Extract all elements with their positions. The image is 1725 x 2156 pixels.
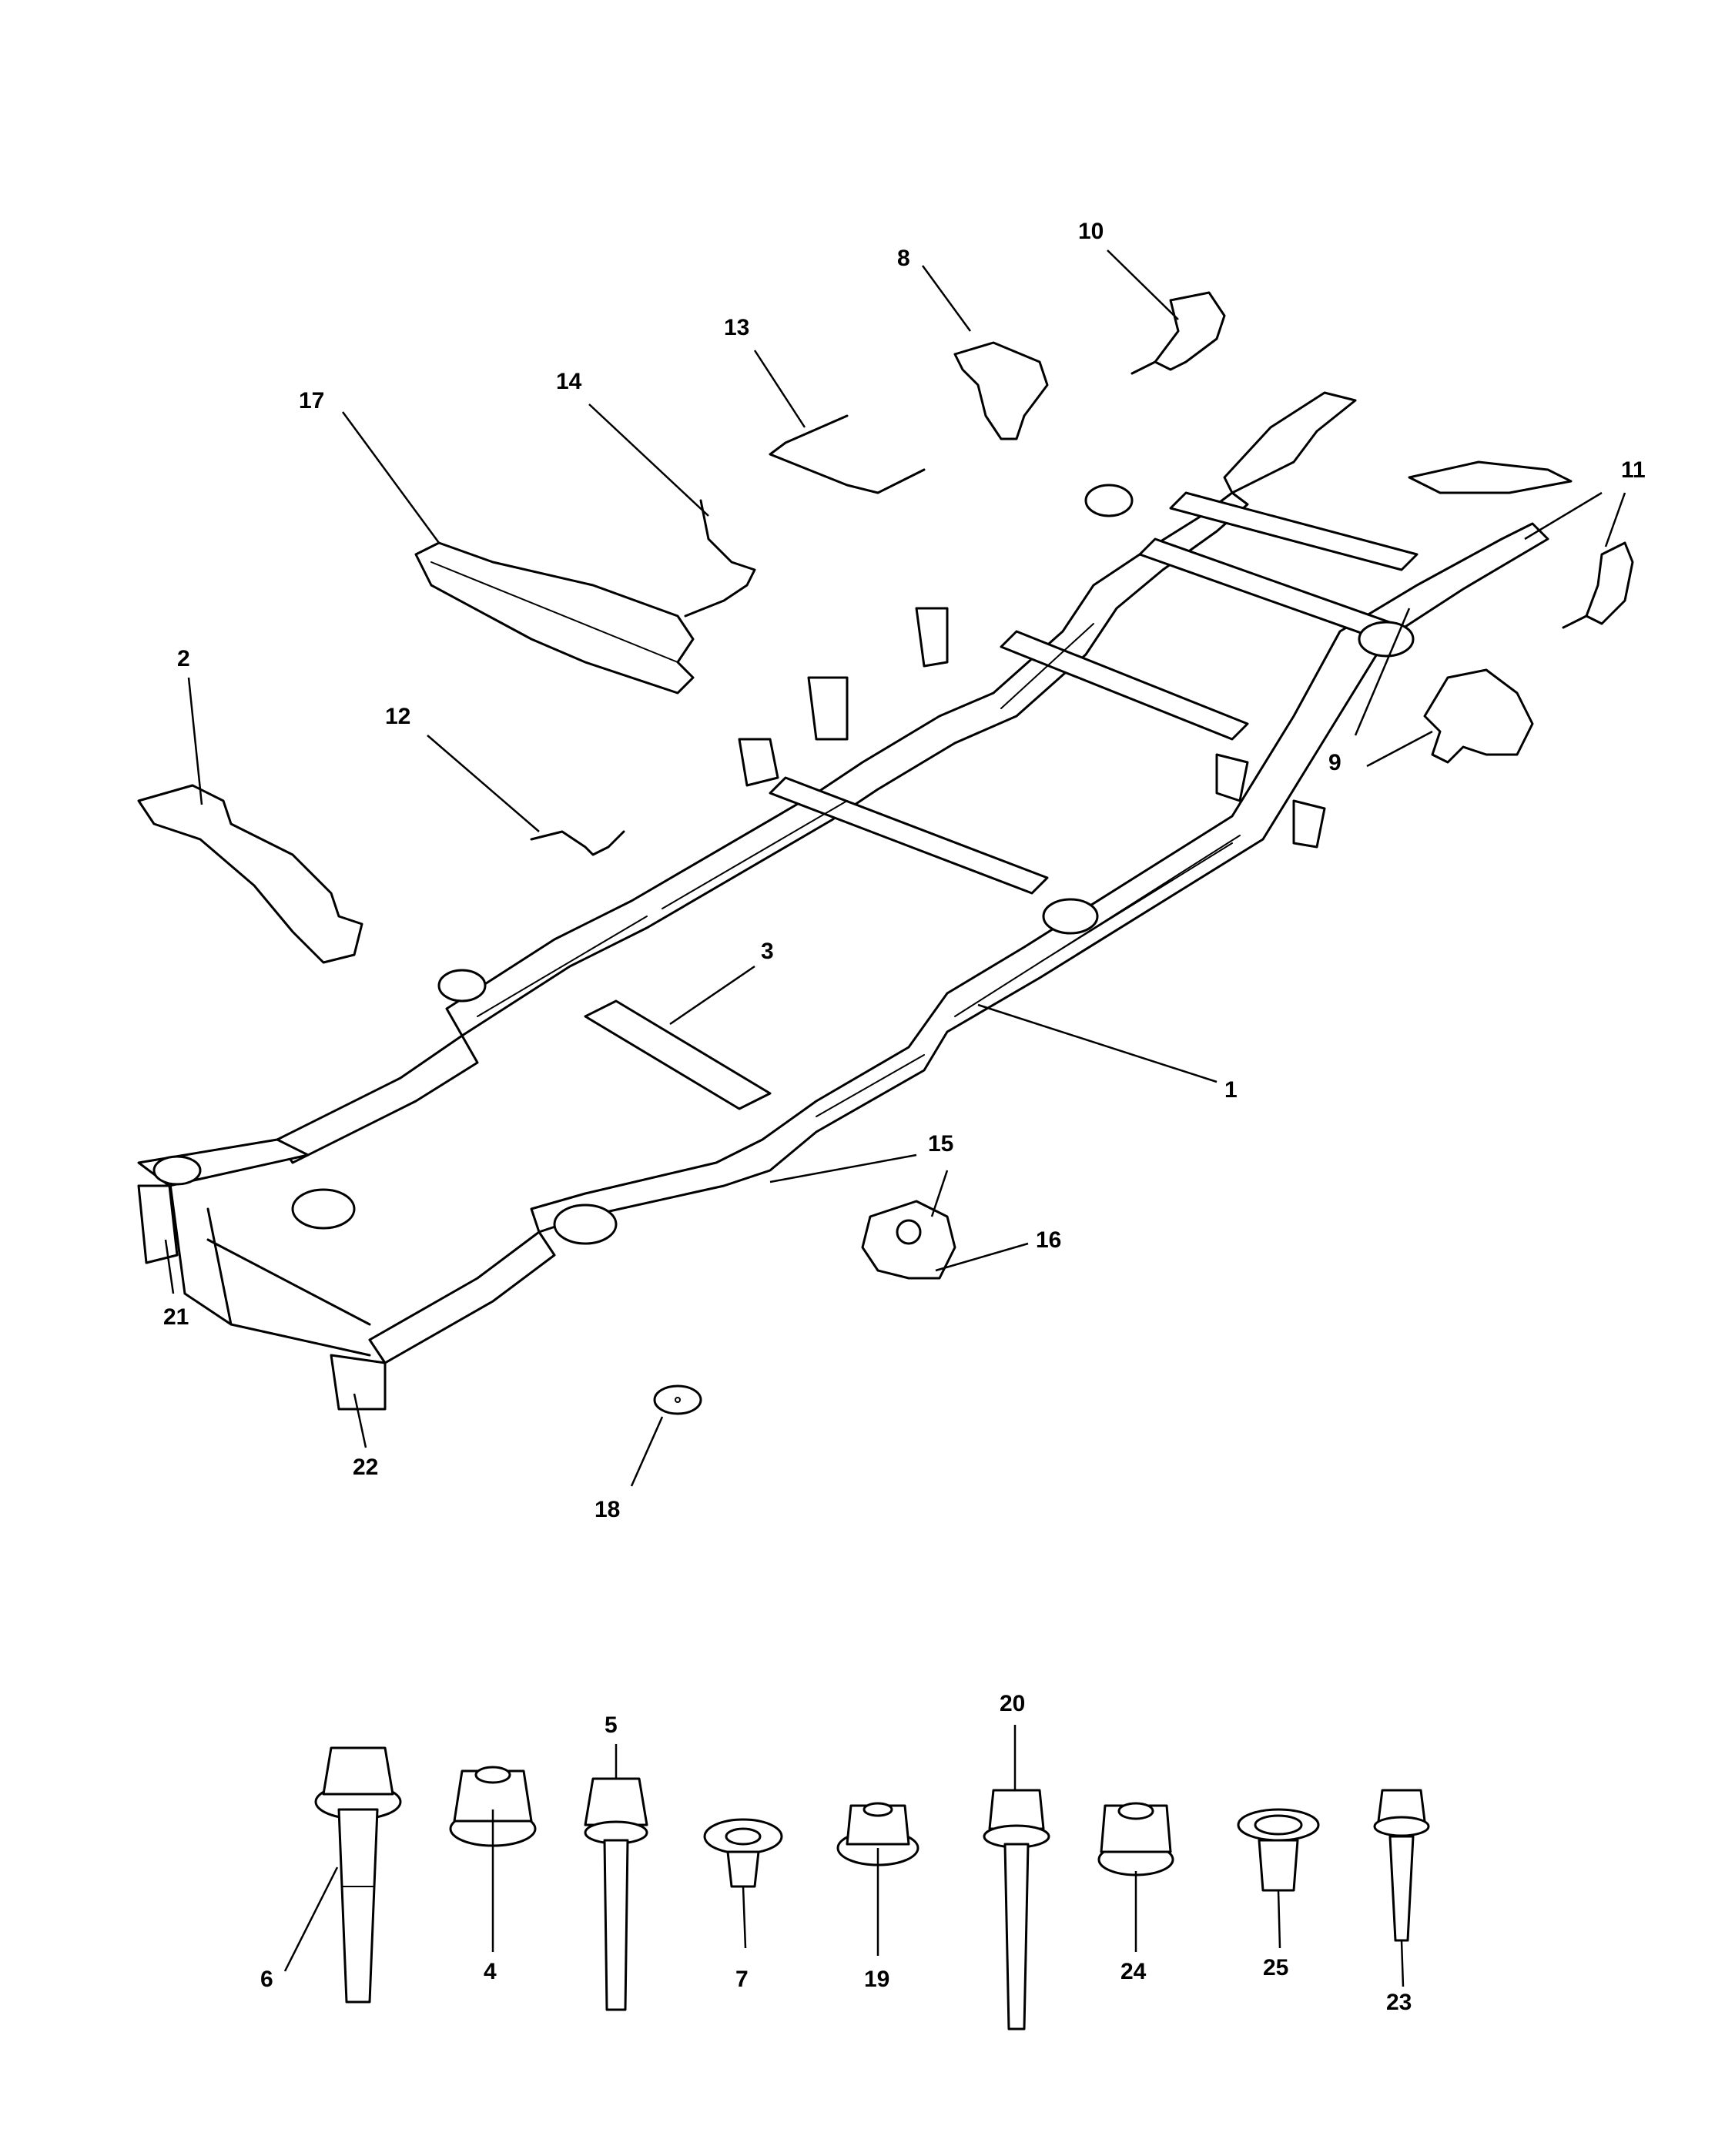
- callout-3: 3: [761, 939, 774, 964]
- part-2-bracket: [137, 784, 363, 964]
- part-11-hanger: [1585, 541, 1634, 625]
- fastener-5-bolt: [584, 1777, 648, 2011]
- fastener-4-nut: [449, 1766, 537, 1847]
- part-17-crossmember: [414, 541, 695, 695]
- callout-23: 23: [1386, 1990, 1412, 2015]
- callout-21: 21: [163, 1304, 189, 1330]
- fastener-25-nut: [1237, 1808, 1320, 1892]
- callout-12: 12: [385, 704, 410, 729]
- callout-14: 14: [556, 369, 582, 394]
- callout-4: 4: [484, 1959, 497, 1984]
- frame-assembly: [137, 391, 1573, 1411]
- part-9-bracket: [1423, 668, 1534, 764]
- callout-16: 16: [1036, 1227, 1061, 1253]
- callout-20: 20: [1000, 1691, 1025, 1716]
- part-8-bracket: [953, 341, 1049, 440]
- part-16-plate: [861, 1200, 956, 1280]
- callout-25: 25: [1263, 1955, 1288, 1980]
- part-14-rod: [684, 499, 756, 618]
- callout-8: 8: [897, 246, 910, 271]
- part-10-hanger: [1154, 291, 1226, 371]
- leader-lines: [164, 249, 1626, 1987]
- fastener-20-bolt: [983, 1789, 1050, 2030]
- callout-17: 17: [299, 388, 324, 413]
- fastener-24-nut: [1097, 1802, 1174, 1876]
- fastener-7-nut: [703, 1818, 783, 1888]
- callout-24: 24: [1120, 1959, 1147, 1984]
- callout-11: 11: [1621, 457, 1646, 483]
- callout-22: 22: [353, 1455, 378, 1480]
- part-18-washer: [653, 1384, 702, 1415]
- callout-10: 10: [1078, 219, 1104, 244]
- callout-6: 6: [260, 1967, 273, 1992]
- callout-13: 13: [724, 315, 749, 340]
- callout-18: 18: [595, 1497, 620, 1522]
- callout-15: 15: [928, 1131, 953, 1157]
- callout-1: 1: [1224, 1077, 1238, 1103]
- callout-19: 19: [864, 1967, 889, 1992]
- part-13-rod: [769, 414, 926, 494]
- part-12-rod: [530, 830, 625, 856]
- callout-9: 9: [1328, 750, 1341, 775]
- fastener-6-bolt: [314, 1746, 402, 2004]
- fastener-23-bolt: [1373, 1789, 1430, 1942]
- callout-2: 2: [177, 646, 190, 671]
- callout-5: 5: [605, 1712, 618, 1738]
- callout-7: 7: [735, 1967, 749, 1992]
